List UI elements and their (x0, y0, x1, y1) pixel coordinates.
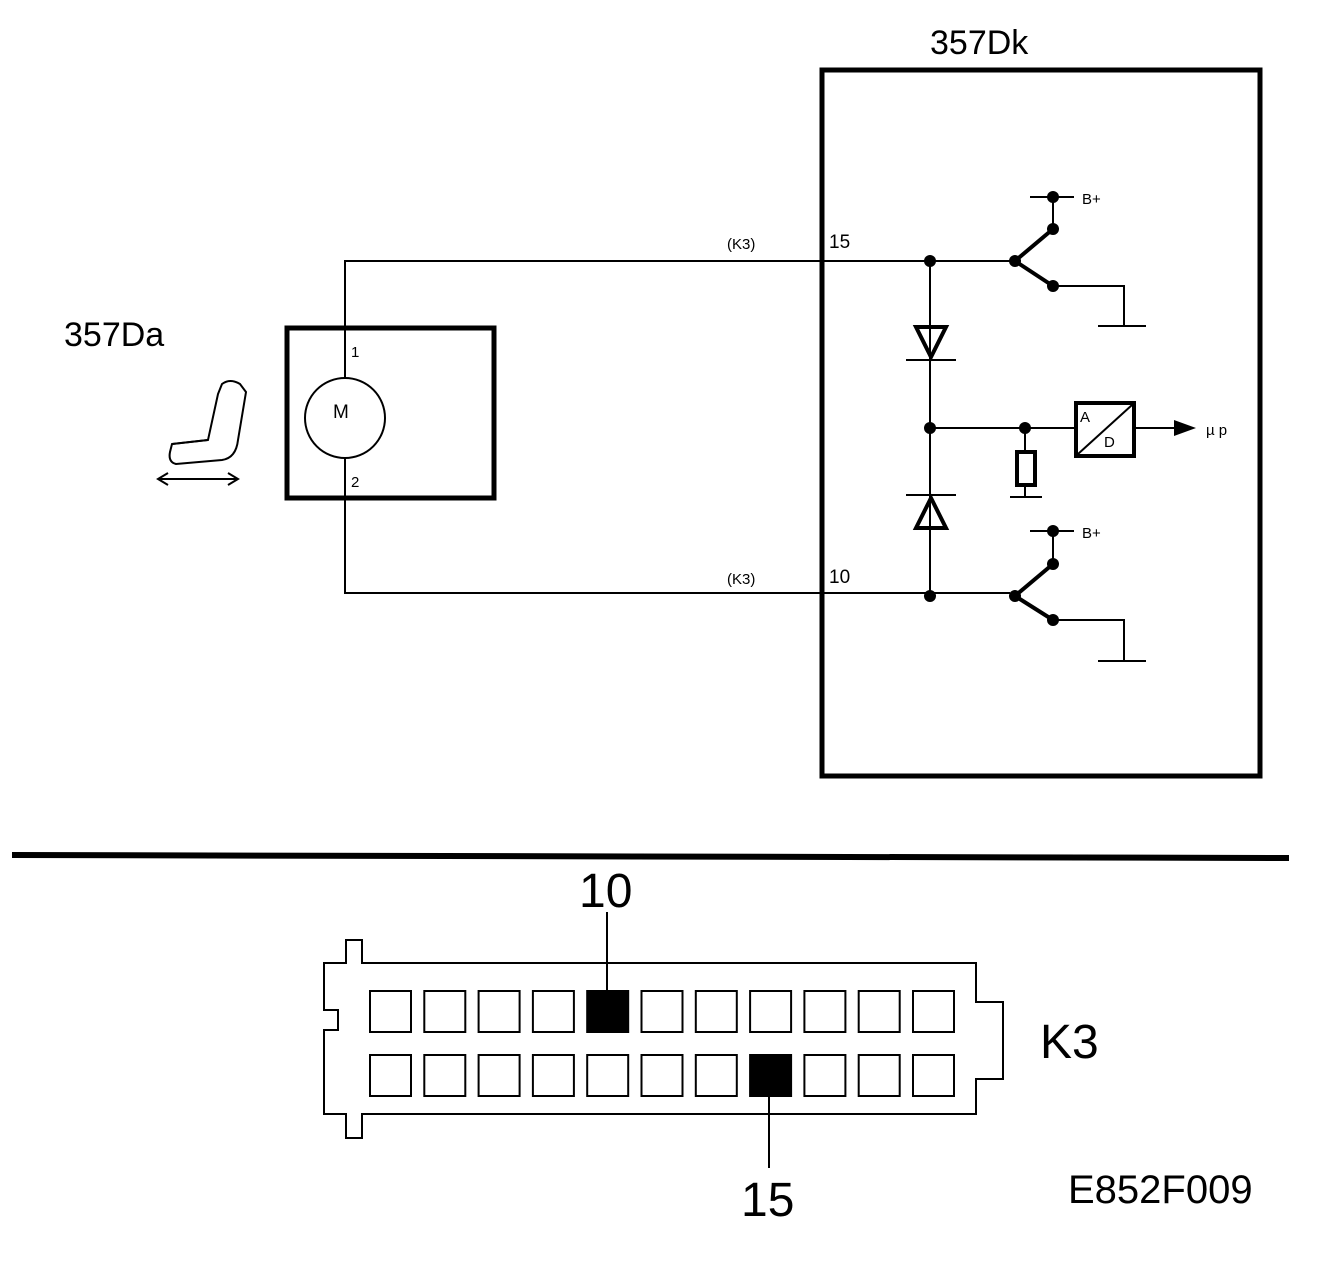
pin-10-label: 10 (829, 567, 850, 588)
pin-bottom-9 (803, 1054, 847, 1097)
output-arrow-icon (1174, 420, 1196, 436)
pin-top-2 (423, 990, 467, 1033)
pin-bottom-3 (477, 1054, 521, 1097)
supply-bottom-label: B+ (1082, 525, 1101, 542)
connector-ref-bottom: (K3) (727, 571, 755, 588)
actuator-label: 357Da (64, 316, 164, 354)
pin-top-11 (912, 990, 955, 1033)
pin-bottom-11 (912, 1054, 955, 1097)
connector-ref-top: (K3) (727, 236, 755, 253)
output-label: µ p (1206, 422, 1227, 439)
pin-bottom-2 (423, 1054, 467, 1097)
pin-top-8 (749, 990, 793, 1033)
connector-pins (369, 990, 955, 1097)
motor-symbol-label: M (333, 402, 349, 423)
pin-bottom-5 (586, 1054, 630, 1097)
diode-bottom (906, 493, 956, 530)
control-unit-label: 357Dk (930, 24, 1029, 62)
wiring (344, 260, 1180, 594)
switch-bottom (1013, 530, 1146, 662)
connector-housing (323, 939, 1004, 1139)
section-divider (11, 852, 1290, 861)
pin-top-9 (803, 990, 847, 1033)
adc-converter: A D (1074, 401, 1136, 458)
pin-top-5-highlighted (586, 990, 630, 1033)
control-unit-box (819, 67, 1263, 779)
pin-bottom-1 (369, 1054, 412, 1097)
switch-top (1013, 196, 1146, 327)
callout-15: 15 (741, 1174, 794, 1227)
pin-top-10 (857, 990, 901, 1033)
pin-top-3 (477, 990, 521, 1033)
adc-a-label: A (1080, 409, 1090, 426)
motor-pin-2: 2 (351, 474, 359, 491)
supply-top-label: B+ (1082, 191, 1101, 208)
pin-bottom-4 (531, 1054, 575, 1097)
junction-dots (924, 255, 1031, 602)
motor-pin-1: 1 (351, 344, 359, 361)
diode-top (906, 325, 956, 362)
pin-top-1 (369, 990, 412, 1033)
pin-bottom-10 (857, 1054, 901, 1097)
switch-top-contacts (1009, 191, 1059, 292)
callout-10: 10 (579, 865, 632, 918)
pin-bottom-7 (694, 1054, 738, 1097)
seat-icon (156, 380, 248, 486)
connector-name: K3 (1040, 1016, 1099, 1069)
pin-bottom-8-highlighted (749, 1054, 793, 1097)
pin-bottom-6 (640, 1054, 684, 1097)
resistor (1015, 450, 1037, 487)
switch-bottom-contacts (1009, 525, 1059, 626)
pin-15-label: 15 (829, 232, 850, 253)
figure-reference: E852F009 (1068, 1168, 1253, 1212)
actuator-box (284, 325, 497, 501)
pin-top-6 (640, 990, 684, 1033)
pin-top-7 (694, 990, 738, 1033)
adc-d-label: D (1104, 434, 1115, 451)
pin-top-4 (531, 990, 575, 1033)
